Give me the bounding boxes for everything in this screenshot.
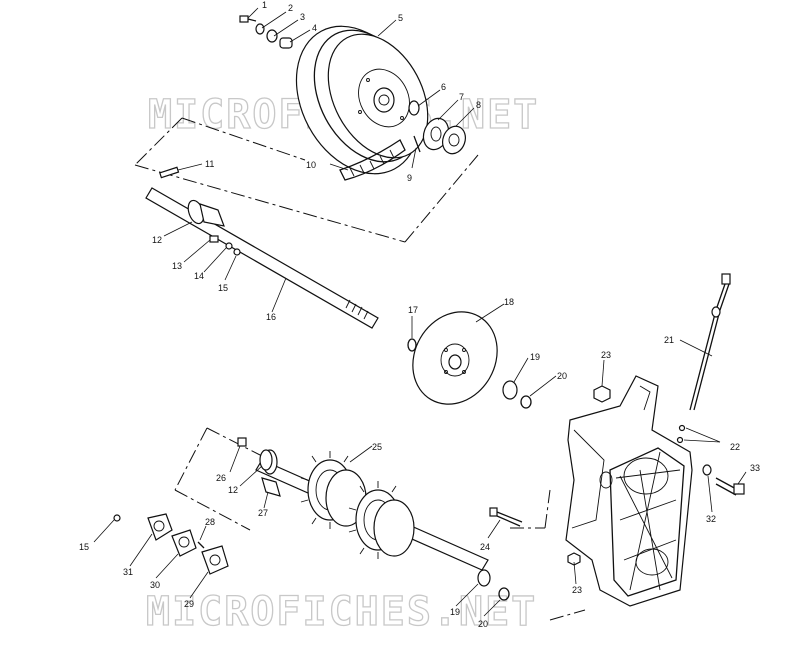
seal-27 — [261, 477, 281, 497]
bolt-1 — [239, 15, 257, 23]
callout-18: 18 — [504, 297, 514, 307]
screw-26 — [237, 437, 247, 447]
callout-15-lower: 15 — [79, 542, 89, 552]
callout-4: 4 — [312, 23, 317, 33]
bolt-24 — [489, 507, 523, 527]
callout-14: 14 — [194, 271, 204, 281]
callout-6: 6 — [441, 82, 446, 92]
callout-33: 33 — [750, 463, 760, 473]
callout-19: 19 — [530, 352, 540, 362]
callout-13: 13 — [172, 261, 182, 271]
oring-20b — [498, 587, 510, 601]
oring-20a — [520, 395, 532, 409]
callout-21: 21 — [664, 335, 674, 345]
callout-22: 22 — [730, 442, 740, 452]
washer-6 — [408, 100, 420, 116]
callout-23-lower: 23 — [572, 585, 582, 595]
screw-9 — [413, 135, 421, 153]
leader-lines — [93, 7, 747, 617]
phantom-lines — [134, 117, 586, 621]
driveshaft-25 — [255, 449, 489, 571]
drive-belt — [339, 139, 406, 181]
callout-31: 31 — [123, 567, 133, 577]
callout-26: 26 — [216, 473, 226, 483]
callout-1: 1 — [262, 0, 267, 10]
washer-3 — [266, 29, 278, 43]
callout-27: 27 — [258, 508, 268, 518]
callout-5: 5 — [398, 13, 403, 23]
callout-30: 30 — [150, 580, 160, 590]
callout-25: 25 — [372, 442, 382, 452]
washer-2 — [255, 23, 265, 35]
callout-15: 15 — [218, 283, 228, 293]
bearing-12a — [187, 199, 225, 227]
bolt-33 — [715, 477, 745, 496]
callout-3: 3 — [300, 12, 305, 22]
callout-23: 23 — [601, 350, 611, 360]
brake-disc-18 — [412, 311, 498, 405]
callout-2: 2 — [288, 3, 293, 13]
jackshaft-16 — [145, 187, 379, 329]
callout-28: 28 — [205, 517, 215, 527]
cable-21 — [689, 273, 731, 411]
secondary-clutch — [295, 25, 429, 175]
nut-23b — [567, 552, 581, 566]
callout-17: 17 — [408, 305, 418, 315]
spacer-4 — [279, 37, 293, 49]
callout-20: 20 — [557, 371, 567, 381]
callout-11: 11 — [205, 159, 214, 169]
callout-19-lower: 19 — [450, 607, 460, 617]
callout-10: 10 — [306, 160, 316, 170]
washer-13 — [209, 235, 219, 243]
washer-32 — [702, 464, 712, 476]
bearing-19a — [502, 380, 518, 400]
callout-numbers: 1 2 3 4 5 6 7 8 9 10 11 12 13 14 15 16 1… — [79, 0, 760, 629]
plate-29 — [201, 545, 229, 575]
callout-29: 29 — [184, 599, 194, 609]
key-11 — [159, 166, 180, 179]
nut-23a — [593, 385, 611, 403]
plate-30 — [171, 529, 197, 557]
bearing-12b — [259, 449, 273, 471]
callout-12-lower: 12 — [228, 485, 238, 495]
callout-9: 9 — [407, 173, 412, 183]
pin-28 — [197, 541, 205, 549]
plate-31 — [147, 513, 173, 541]
callout-16: 16 — [266, 312, 276, 322]
bearing-19b — [477, 569, 491, 587]
callout-32: 32 — [706, 514, 716, 524]
washer-14 — [225, 242, 233, 250]
oring-17 — [407, 338, 417, 352]
chaincase-housing — [565, 375, 693, 607]
callout-12: 12 — [152, 235, 162, 245]
callout-8: 8 — [476, 100, 481, 110]
callout-7: 7 — [459, 92, 464, 102]
plate-8 — [442, 125, 466, 155]
watermark-bottom: MICROFICHES.NET — [146, 589, 537, 635]
callout-24: 24 — [480, 542, 490, 552]
nut-15b — [113, 514, 121, 522]
pins-22 — [676, 424, 686, 444]
nut-15a — [233, 248, 241, 256]
callout-20-lower: 20 — [478, 619, 488, 629]
